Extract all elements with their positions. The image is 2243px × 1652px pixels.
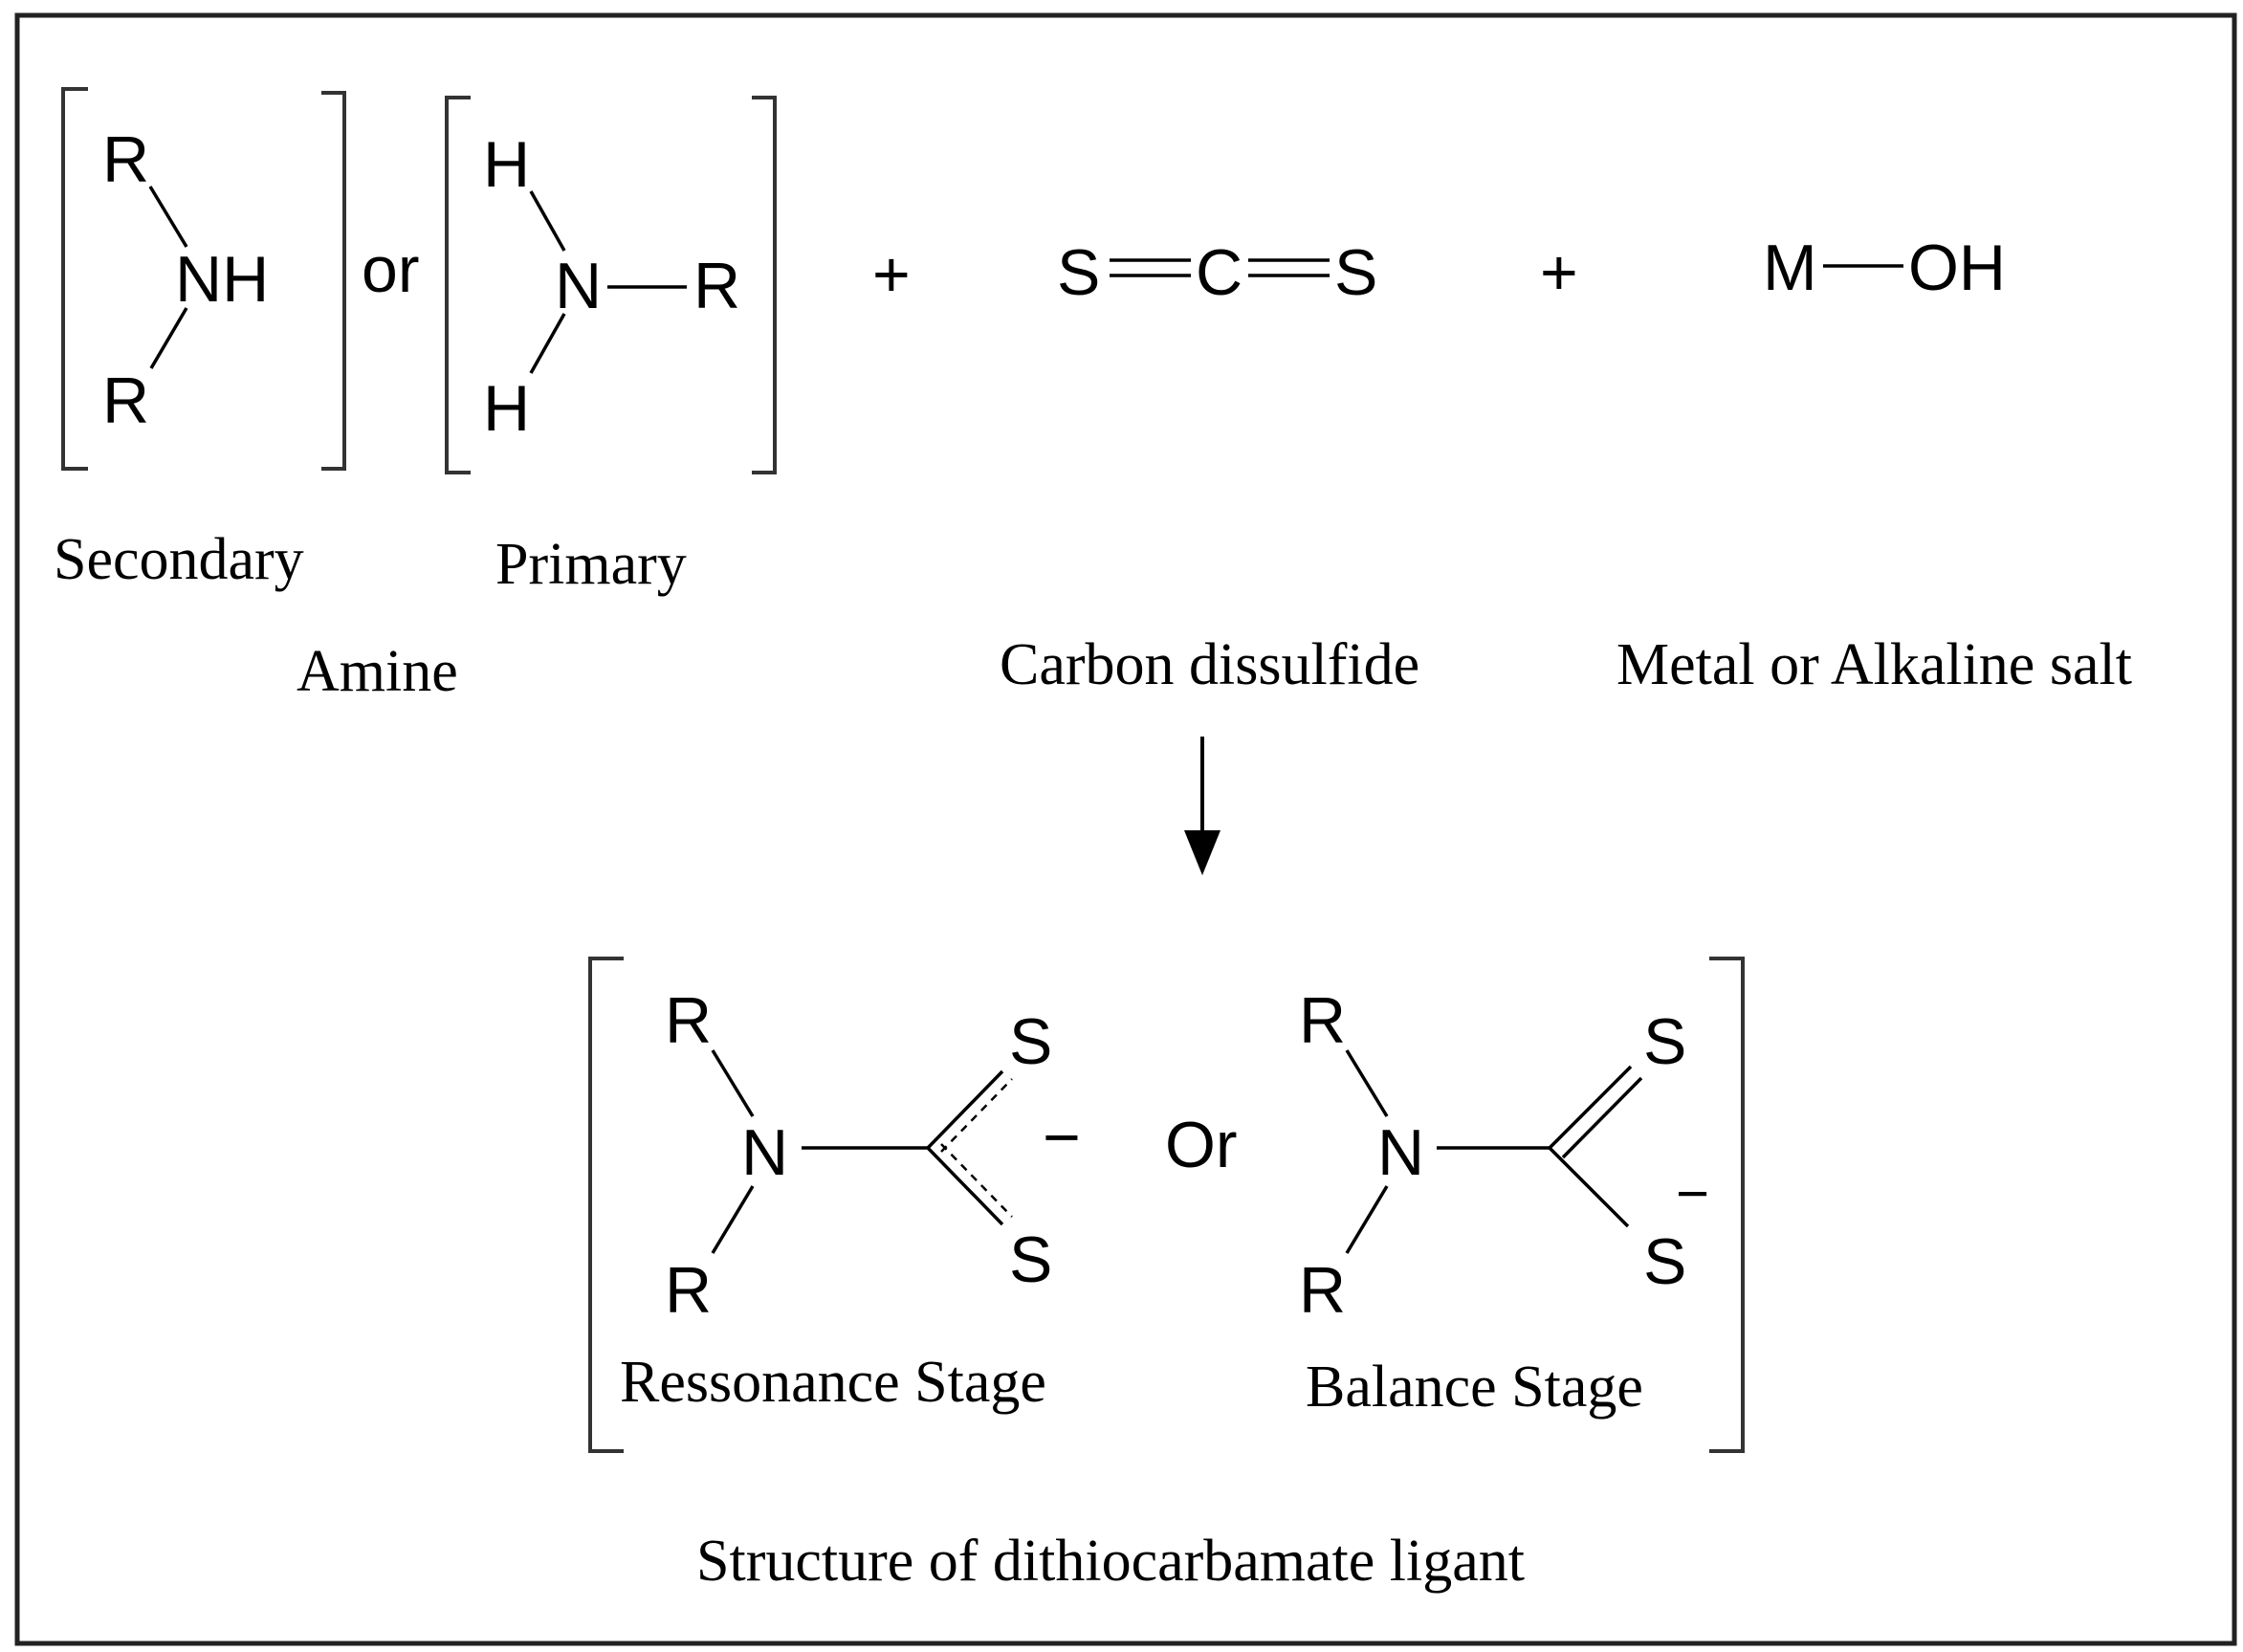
atom-s-bottom: S (1643, 1225, 1686, 1298)
carbon-disulfide-label: Carbon dissulfide (1000, 632, 1419, 697)
double-bond-c-s-a (1548, 1065, 1633, 1150)
outer-frame (14, 12, 2237, 1646)
bond-r-n-top (1345, 1049, 1389, 1117)
reaction-arrow (1184, 737, 1220, 875)
primary-label: Primary (495, 532, 687, 597)
bond-n-h-bottom (529, 313, 566, 374)
bond-n-r-bottom (711, 1185, 755, 1254)
bond-c-s-top (926, 1069, 1004, 1150)
left-bracket-products (588, 957, 624, 1453)
bond-h-n-top (529, 190, 566, 252)
atom-r-top: R (665, 984, 712, 1057)
atom-n: N (1377, 1116, 1424, 1189)
atom-r-bottom: R (102, 364, 149, 437)
arrow-head (1184, 830, 1220, 875)
atom-r-top: R (1299, 984, 1346, 1057)
atom-n: N (741, 1116, 788, 1189)
secondary-amine: R NH R (61, 87, 346, 471)
atom-r-bottom: R (1299, 1254, 1346, 1327)
balance-label: Balance Stage (1306, 1355, 1643, 1420)
negative-charge: − (1676, 1161, 1709, 1225)
metal-salt-label: Metal or Alkaline salt (1616, 632, 2132, 697)
resonance-label: Ressonance Stage (620, 1350, 1046, 1415)
left-bracket-primary (445, 96, 471, 474)
caption: Structure of dithiocarbamate ligant (696, 1529, 1525, 1594)
atom-c: C (1196, 236, 1242, 309)
left-bracket-secondary (61, 87, 88, 471)
atom-r: R (693, 250, 740, 322)
atom-s-top: S (1009, 1005, 1052, 1078)
atom-h-top: H (483, 128, 530, 201)
atom-s-left: S (1057, 236, 1100, 309)
plus-sign-1: + (872, 238, 911, 311)
dashed-bond-bottom (940, 1143, 1013, 1218)
atom-r-top: R (102, 123, 149, 196)
or-connector-products: Or (1165, 1109, 1238, 1181)
atom-h-bottom: H (483, 372, 530, 445)
bond-r-n-top (148, 186, 188, 248)
resonance-structure: R N R S S − (665, 984, 1081, 1327)
atom-s-bottom: S (1009, 1223, 1052, 1296)
bond-r-n-top (711, 1049, 755, 1117)
atom-m: M (1763, 231, 1817, 304)
atom-oh: OH (1908, 231, 2006, 304)
atom-r-bottom: R (665, 1254, 712, 1327)
metal-hydroxide: M OH (1763, 231, 2006, 304)
bond-n-r-bottom (1345, 1185, 1389, 1254)
or-connector: or (362, 233, 419, 306)
secondary-label: Secondary (54, 527, 304, 592)
bond-r-n-bottom (149, 307, 188, 369)
negative-charge: − (1043, 1101, 1081, 1174)
amine-group-label: Amine (297, 639, 458, 704)
dashed-bond-top (940, 1078, 1013, 1153)
carbon-disulfide: S C S (1057, 236, 1377, 309)
right-bracket-products (1709, 957, 1745, 1453)
bond-c-s-single (1548, 1146, 1630, 1228)
atom-s-top: S (1643, 1005, 1686, 1078)
atom-s-right: S (1334, 236, 1377, 309)
double-bond-c-s-b (1561, 1076, 1643, 1159)
atom-nh: NH (175, 243, 269, 316)
right-bracket-secondary (321, 91, 346, 471)
primary-amine: H N R H (445, 96, 777, 474)
balance-structure: R N R S − S (1299, 984, 1709, 1327)
atom-n: N (555, 250, 602, 322)
right-bracket-primary (752, 96, 777, 474)
bond-c-s-bottom (926, 1146, 1004, 1226)
plus-sign-2: + (1540, 236, 1578, 309)
